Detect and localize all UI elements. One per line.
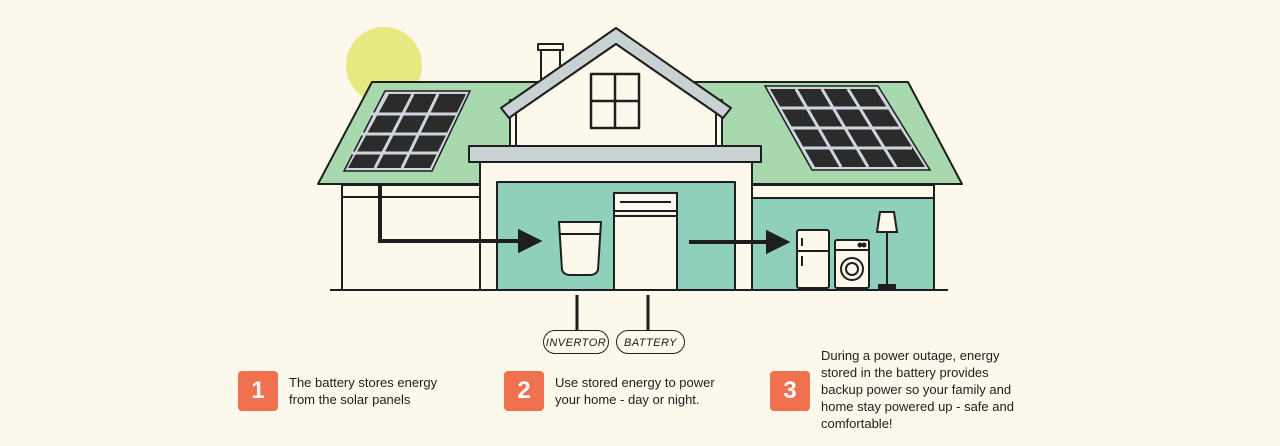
step-2: 2 Use stored energy to power your home -… [504,371,715,411]
step-3-badge: 3 [770,371,810,411]
fridge-icon [796,229,830,289]
step-3-text: During a power outage, energy stored in … [821,348,1014,431]
step-1-text: The battery stores energy from the solar… [289,375,438,407]
left-wing-wall [341,184,481,291]
eave-bar [468,145,762,163]
lamp-icon [875,211,899,290]
right-solar-panel [763,85,932,171]
washing-machine-icon [834,239,870,289]
step-2-text: Use stored energy to power your home - d… [555,375,715,407]
step-1: 1 The battery stores energy from the sol… [238,371,437,411]
step-2-badge: 2 [504,371,544,411]
battery-unit [613,192,678,291]
step-1-badge: 1 [238,371,278,411]
step-3: 3 During a power outage, energy stored i… [770,347,1014,432]
arrow-battery-to-home [689,229,791,255]
inverter-unit [557,221,603,276]
inverter-label: INVERTOR [543,330,609,354]
arrow-panel-to-inverter [378,184,543,254]
battery-label: BATTERY [616,330,685,354]
left-solar-panel [342,90,472,172]
